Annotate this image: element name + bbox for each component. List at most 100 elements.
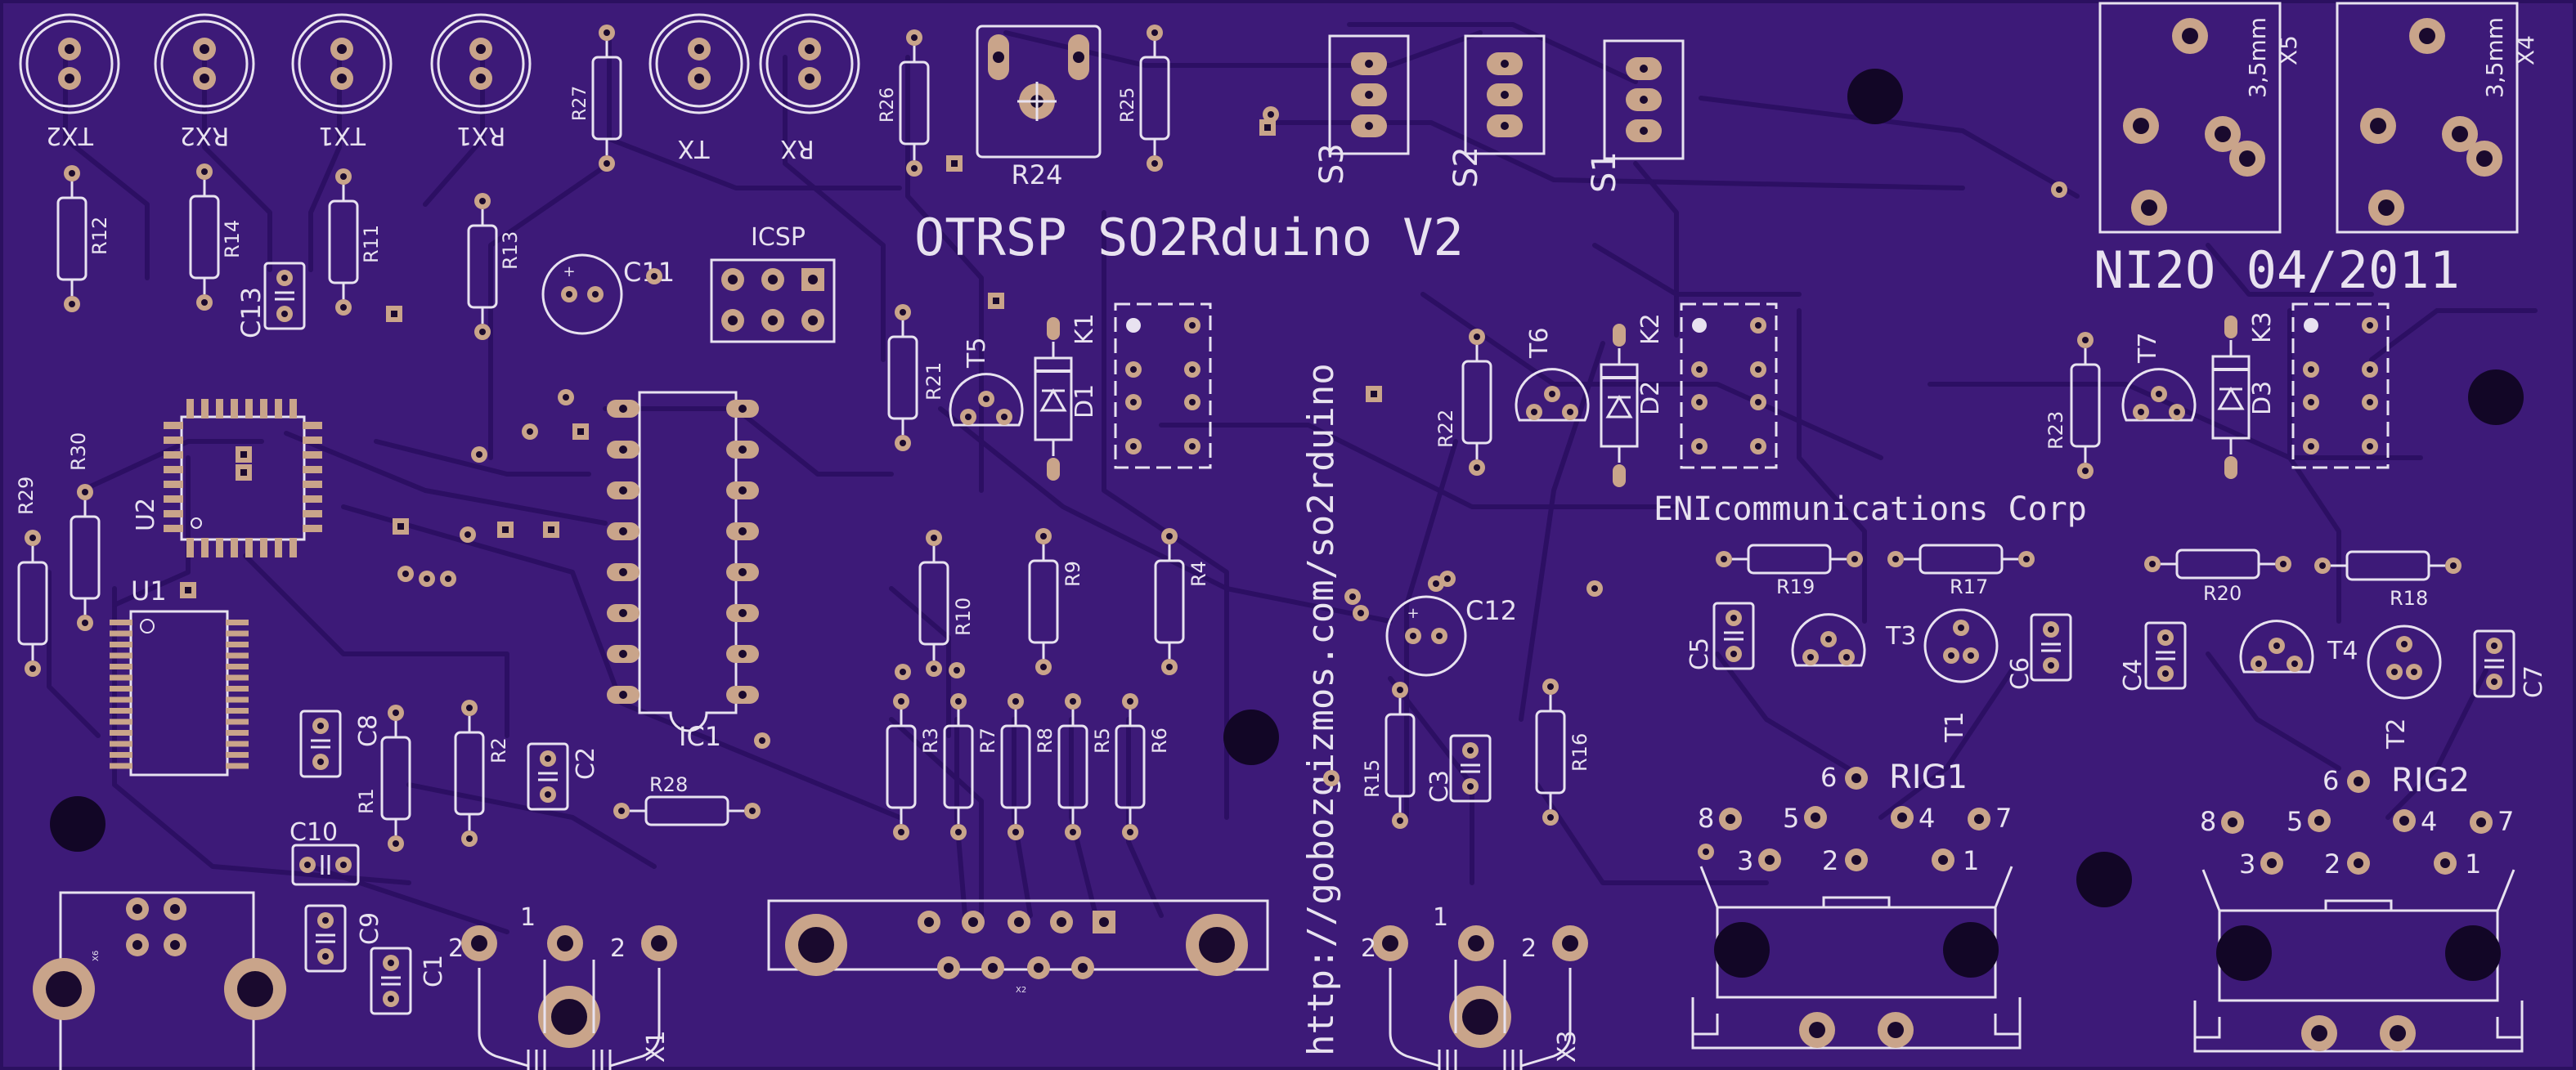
led-label: TX2 (46, 121, 94, 150)
trimmer-r24: R24 (976, 25, 1102, 190)
part-label: R3 (919, 728, 942, 754)
part-label: R6 (1148, 728, 1171, 754)
part-label: D2 (1636, 381, 1665, 415)
part-label: R13 (499, 231, 522, 270)
pin-label: 2 (2324, 848, 2340, 880)
switch-label: S2 (1447, 146, 1485, 188)
db9-connector-x2[interactable]: X2 (767, 899, 1269, 995)
part-label: R5 (1091, 728, 1114, 754)
part-label: C4 (2119, 659, 2147, 692)
part-label: R29 (15, 477, 38, 515)
part-label: X1 (642, 1030, 671, 1063)
transistor-t1 (1923, 608, 1999, 683)
part-label: C10 (289, 818, 338, 847)
part-label: C12 (1465, 595, 1517, 626)
part-label: R18 (2390, 587, 2428, 610)
part-label: R30 (67, 432, 90, 471)
part-label: C2 (572, 747, 600, 780)
part-label: T1 (1941, 712, 1969, 743)
part-label: U2 (132, 498, 160, 531)
part-label: C13 (236, 287, 267, 338)
part-label: T2 (2382, 719, 2411, 750)
pin-label: 2 (1361, 934, 1376, 963)
part-label: X3 (1553, 1030, 1582, 1063)
part-label: R14 (221, 220, 244, 258)
pin-label: 4 (2421, 806, 2437, 837)
part-label: D3 (2248, 381, 2277, 415)
connector-label: RIG1 (1889, 759, 1968, 796)
led-label: RX2 (180, 121, 229, 150)
board-author-date: NI2O 04/2011 (2094, 240, 2460, 300)
part-label: R8 (1034, 728, 1057, 754)
icsp-label: ICSP (751, 223, 806, 252)
led-label: RX1 (456, 121, 505, 150)
board-title: OTRSP SO2Rduino V2 (914, 208, 1464, 267)
part-label: C5 (1685, 638, 1714, 670)
part-label: D1 (1070, 384, 1099, 419)
part-label: C9 (356, 912, 384, 945)
part-label: T6 (1525, 328, 1554, 359)
pin-label: 2 (448, 934, 464, 963)
transistor-t2 (2367, 625, 2442, 700)
part-label: T4 (2327, 637, 2358, 665)
part-label: R10 (952, 598, 975, 636)
part-label: R7 (976, 728, 999, 754)
part-label: R28 (649, 773, 688, 796)
part-label: C8 (354, 714, 383, 747)
part-label: R9 (1061, 561, 1084, 587)
part-label: X6 (92, 951, 101, 961)
jack-label: X5 (2275, 35, 2302, 65)
board-company: ENIcommunications Corp (1654, 490, 2087, 528)
part-label: R12 (88, 217, 111, 255)
pin-label: 8 (1698, 803, 1714, 834)
part-label: R15 (1361, 759, 1384, 798)
pin-label: 3 (1737, 845, 1753, 876)
pin-label: 1 (520, 903, 536, 932)
chip-ic1 (607, 391, 759, 732)
part-label: IC1 (679, 721, 721, 752)
part-label: K1 (1070, 313, 1099, 345)
pin-label: 8 (2200, 806, 2216, 837)
pin-label: 5 (2287, 806, 2303, 837)
part-label: C7 (2520, 665, 2548, 698)
pin-label: 7 (1995, 803, 2012, 834)
connector-label: RIG2 (2391, 762, 2470, 799)
usb-connector-x6[interactable]: X6 (33, 891, 286, 1070)
part-label: T5 (963, 338, 991, 369)
chip-u1 (110, 610, 249, 777)
jack-label: X4 (2512, 35, 2539, 65)
part-label: R21 (922, 362, 945, 401)
pin-label: 4 (1919, 803, 1935, 834)
part-label: R23 (2044, 411, 2067, 450)
part-label: R17 (1950, 575, 1988, 598)
pin-label: 6 (1820, 762, 1837, 793)
switch-label: S1 (1586, 151, 1623, 193)
part-label: R26 (877, 87, 898, 123)
part-label: K3 (2248, 311, 2277, 343)
pin-label: 6 (2322, 765, 2339, 796)
part-label: R25 (1118, 87, 1138, 123)
board-url: http://gobozgizmos.com/so2rduino (1300, 363, 1342, 1056)
chip-u2 (164, 399, 322, 557)
part-label: R19 (1776, 575, 1815, 598)
pin-label: 1 (1433, 903, 1448, 932)
led-label: RX (780, 134, 814, 163)
icsp-header[interactable] (710, 258, 836, 343)
jack-size: 3,5mm (2481, 17, 2508, 98)
pin-label: 2 (1822, 845, 1838, 876)
part-label: C3 (1425, 770, 1454, 803)
led-label: TX1 (318, 121, 366, 150)
part-label: R16 (1568, 733, 1591, 772)
part-label: R11 (360, 225, 383, 263)
pin-label: 1 (2465, 848, 2481, 880)
part-label: R27 (570, 86, 590, 121)
part-label: R20 (2203, 582, 2242, 605)
pin-label: 2 (610, 934, 626, 963)
pin-label: 3 (2239, 848, 2255, 880)
part-label: C1 (420, 955, 448, 987)
pin-label: 7 (2497, 806, 2514, 837)
part-label: C6 (2006, 657, 2035, 690)
part-label: R2 (487, 737, 510, 763)
